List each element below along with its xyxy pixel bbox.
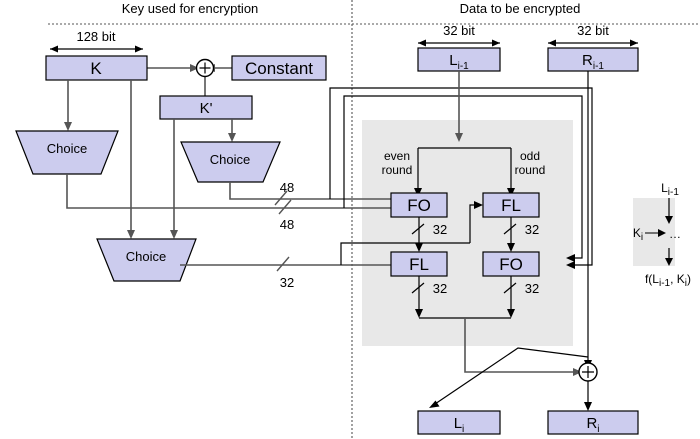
key-box-label: K [90,59,102,78]
fo-even-label: FO [407,196,431,215]
bus-label-fo-odd-out: 32 [525,281,539,296]
slash-fl-odd-out [503,223,517,235]
left-input-label: Li-1 [449,52,469,72]
legend-panel [633,198,675,266]
header-right: Data to be encrypted [460,1,581,16]
arrow-48-wrap-outer [566,261,575,269]
right-input-box[interactable] [547,47,639,72]
legend-arrow-out [665,258,673,266]
wire-choice1-to-fo-even [66,174,398,209]
bus-label-48-top: 48 [280,180,294,195]
arrow-fo-even-to-fl-even [415,243,423,252]
choice-1-shape[interactable] [15,130,119,175]
wire-48-wrap-inner [343,95,583,259]
constant-box[interactable] [231,55,327,81]
even-round-label-line2: round [382,163,413,177]
arrow-kprime-to-choice3 [170,230,178,239]
arrow-crossover-to-left-output [429,400,440,408]
slash-48-bottom [278,199,292,215]
dim-32bit-right-label: 32 bit [577,23,609,38]
arrow-k-to-choice3 [127,230,135,239]
choice-3-shape[interactable] [96,238,197,282]
data-xor-glyph [582,366,594,378]
arrow-left-input-down [455,133,463,142]
legend-key-label: Ki [633,226,643,243]
wire-choice2-to-fo-even [229,182,398,200]
slash-fo-even-out [411,223,425,235]
slash-fl-even-out [411,282,425,294]
fl-odd-label: FL [501,196,521,215]
arrow-merge-to-xor [573,368,582,376]
dim-128bit: 128 bit [50,29,143,53]
odd-round-label-line1: odd [520,149,540,163]
even-round-label-line1: even [384,149,410,163]
choice-3-label: Choice [126,249,166,264]
arrow-xor-to-right-output [584,402,592,411]
wire-crossover-to-left-output [434,347,589,405]
arrow-to-fl-odd-key [474,201,483,209]
wire-48-wrap-outer [329,87,593,266]
choice-2-shape[interactable] [180,141,281,183]
bus-label-32-left: 32 [280,275,294,290]
fl-even-box[interactable] [390,251,448,277]
key-xor-glyph [199,62,211,74]
odd-round-label-line2: round [515,163,546,177]
arrow-fl-even-down [415,309,423,318]
arrow-48-wrap-inner [566,254,575,262]
arrow-fl-odd-to-fo-odd [507,243,515,252]
constant-box-label: Constant [245,59,313,78]
legend-arrow-key [658,229,666,237]
kprime-box-label: K' [200,100,213,117]
bus-label-fl-even-out: 32 [433,281,447,296]
left-output-label: Li [454,415,465,435]
wire-32-wrap [340,242,470,265]
bus-label-48-bottom: 48 [280,217,294,232]
fo-even-box[interactable] [390,192,448,218]
arrow-k-to-xor [190,64,199,72]
slash-fo-odd-out [503,282,517,294]
right-output-label: Ri [586,415,599,435]
dim-128bit-label: 128 bit [76,29,115,44]
legend-arrow-in [665,216,673,224]
slash-32-left [276,256,290,272]
dim-32bit-left: 32 bit [418,23,500,47]
header-left: Key used for encryption [122,1,259,16]
wire-merge-to-xor [464,318,575,373]
choice-1-label: Choice [47,141,87,156]
arrow-kprime-to-choice2 [228,133,236,142]
dim-32bit-right: 32 bit [548,23,638,47]
bus-label-fo-even-out: 32 [433,222,447,237]
round-function-panel [362,120,573,346]
arrow-fo-odd-down [507,309,515,318]
slash-48-top [274,190,288,206]
legend-ellipsis: … [669,227,681,241]
right-input-label: Ri-1 [582,52,604,72]
fl-odd-box[interactable] [482,192,540,218]
key-box[interactable] [45,55,148,81]
choice-2-label: Choice [210,152,250,167]
dim-32bit-left-label: 32 bit [443,23,475,38]
legend-input-label: Li-1 [661,181,679,198]
right-output-box[interactable] [547,410,639,435]
fo-odd-label: FO [499,255,523,274]
left-output-box[interactable] [417,410,501,435]
fl-even-label: FL [409,255,429,274]
kprime-box[interactable] [159,95,253,120]
bus-label-fl-odd-out: 32 [525,222,539,237]
arrow-k-to-choice1 [64,122,72,131]
legend-output-label: f(Li-1, Ki) [645,272,691,289]
